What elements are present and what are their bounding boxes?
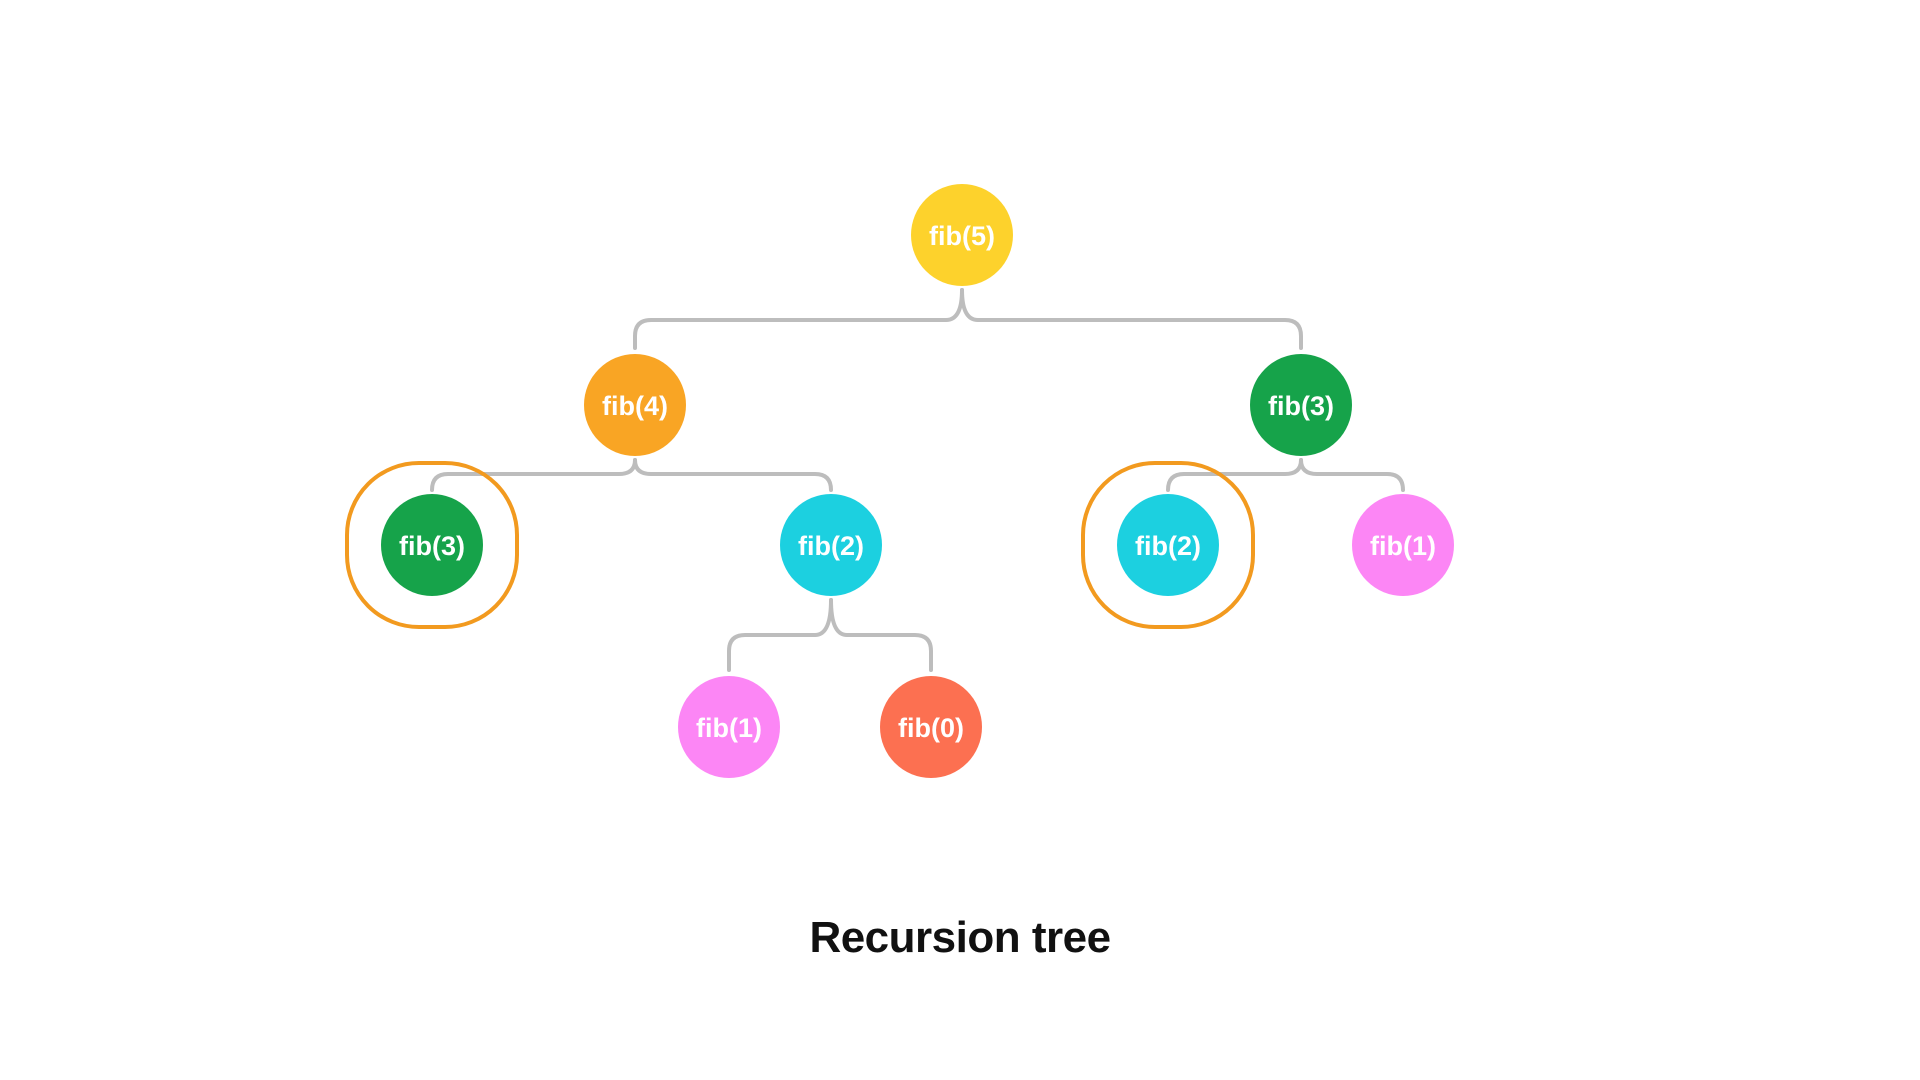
node-circle xyxy=(1250,354,1352,456)
connector-n5-n3a xyxy=(960,288,1303,350)
node-circle xyxy=(911,184,1013,286)
connector-n2a-n0 xyxy=(829,598,933,672)
connector-n3a-n1b xyxy=(1299,458,1405,492)
node-label: fib(2) xyxy=(1135,531,1201,561)
node-layer: fib(5) fib(4) fib(3) fib(3) fib(2) fib(2) fib(… xyxy=(381,184,1454,778)
tree-node-n5: fib(5) xyxy=(911,184,1013,286)
node-circle xyxy=(584,354,686,456)
node-label: fib(3) xyxy=(1268,391,1334,421)
highlight-layer xyxy=(345,461,1255,629)
connector-layer xyxy=(430,288,1405,672)
connector-n5-n4 xyxy=(633,288,964,350)
node-label: fib(1) xyxy=(1370,531,1436,561)
node-label: fib(5) xyxy=(929,221,995,251)
tree-node-n1b: fib(1) xyxy=(1352,494,1454,596)
connector-n2a-n1a xyxy=(727,598,833,672)
tree-node-n2b: fib(2) xyxy=(1117,494,1219,596)
tree-node-n0: fib(0) xyxy=(880,676,982,778)
highlight-frame-n3b xyxy=(345,461,519,629)
node-label: fib(1) xyxy=(696,713,762,743)
tree-node-n2a: fib(2) xyxy=(780,494,882,596)
node-circle xyxy=(678,676,780,778)
node-circle xyxy=(780,494,882,596)
highlight-frame-n2b xyxy=(1081,461,1255,629)
node-label: fib(4) xyxy=(602,391,668,421)
node-circle xyxy=(880,676,982,778)
connector-n4-n3b xyxy=(430,458,637,492)
node-label: fib(3) xyxy=(399,531,465,561)
tree-node-n3b: fib(3) xyxy=(381,494,483,596)
node-label: fib(0) xyxy=(898,713,964,743)
node-label: fib(2) xyxy=(798,531,864,561)
diagram-caption: Recursion tree xyxy=(809,913,1111,962)
node-circle xyxy=(1352,494,1454,596)
tree-node-n3a: fib(3) xyxy=(1250,354,1352,456)
tree-node-n4: fib(4) xyxy=(584,354,686,456)
connector-n3a-n2b xyxy=(1166,458,1303,492)
node-circle xyxy=(1117,494,1219,596)
tree-node-n1a: fib(1) xyxy=(678,676,780,778)
node-circle xyxy=(381,494,483,596)
connector-n4-n2a xyxy=(633,458,833,492)
